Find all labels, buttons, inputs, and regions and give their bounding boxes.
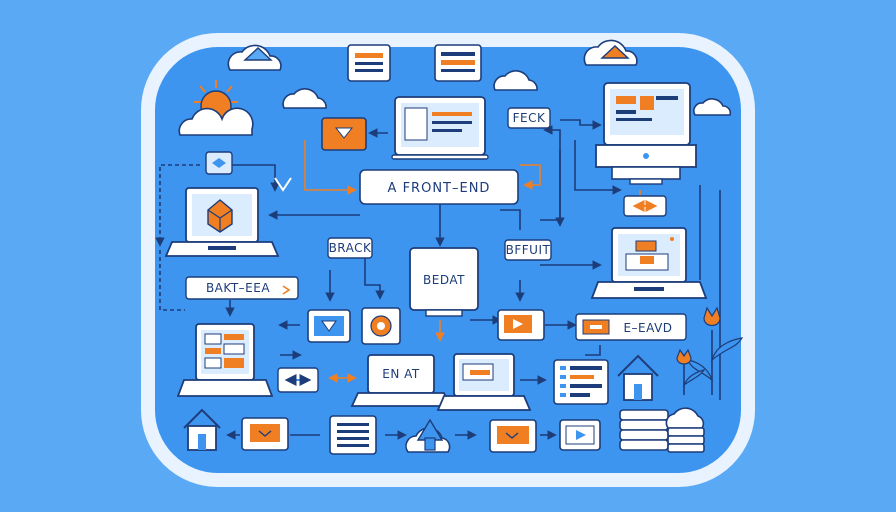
tulip-plant-icon-2 (676, 348, 706, 395)
code-badge (205, 151, 233, 175)
feck-label: FECK (513, 111, 546, 125)
bakt-eea-label: BAKT–EEA (206, 281, 270, 295)
brack-label-box: BRACK (327, 237, 373, 259)
video-card[interactable] (497, 309, 545, 341)
laptop-bottom-left (176, 323, 274, 397)
sun-icon (178, 80, 254, 136)
house-icon-bottom-left (183, 408, 221, 451)
bakt-eea-label-box: BAKT–EEA (185, 276, 299, 300)
cloud-upload-icon (405, 418, 451, 453)
laptop-right (590, 227, 708, 299)
play-card-bottom[interactable] (559, 419, 601, 451)
list-card-top-1 (347, 44, 391, 82)
feck-label-box: FECK (507, 107, 551, 129)
monitor-top-center (391, 96, 489, 160)
bedat-monitor[interactable]: BEDAT (409, 247, 479, 317)
chevron-down-icon (274, 177, 292, 192)
cloud-icon-4 (493, 70, 538, 91)
house-icon (617, 354, 659, 401)
laptop-left (164, 187, 280, 257)
cloud-icon-6 (665, 407, 705, 429)
list-card-top-2 (434, 44, 482, 82)
stacked-books-icon (667, 427, 705, 453)
double-arrow-card (277, 367, 319, 393)
tulip-plant-icon (687, 306, 744, 395)
front-end-label: A FRONT–END (388, 181, 491, 196)
cloud-roof-icon-2 (600, 45, 630, 59)
connector-lines (155, 119, 721, 440)
orange-card-bottom-1[interactable] (241, 417, 289, 451)
list-card-bottom-right (553, 359, 609, 405)
desktop-computer-top-right (595, 82, 697, 185)
record-button-card[interactable] (361, 307, 401, 345)
e-eavd-label-box: E–EAVD (575, 313, 687, 341)
bffuit-label: BFFUIT (506, 243, 551, 257)
orange-play-card[interactable] (321, 117, 367, 151)
double-arrow-badge (623, 195, 667, 217)
bffuit-label-box: BFFUIT (504, 239, 552, 261)
brack-label: BRACK (329, 241, 372, 255)
cloud-roof-icon (243, 47, 273, 61)
en-at-label: EN AT (382, 367, 420, 381)
cloud-icon-3 (282, 88, 327, 109)
bedat-label: BEDAT (423, 273, 465, 287)
play-card-blue[interactable] (307, 309, 351, 343)
cloud-icon-5 (693, 98, 732, 116)
e-eavd-label: E–EAVD (623, 321, 672, 335)
document-card-bottom (329, 415, 377, 455)
database-icon (619, 409, 669, 451)
laptop-bottom-center (436, 353, 532, 411)
front-end-box[interactable]: A FRONT–END (359, 169, 519, 205)
orange-card-bottom-2[interactable] (489, 419, 537, 453)
